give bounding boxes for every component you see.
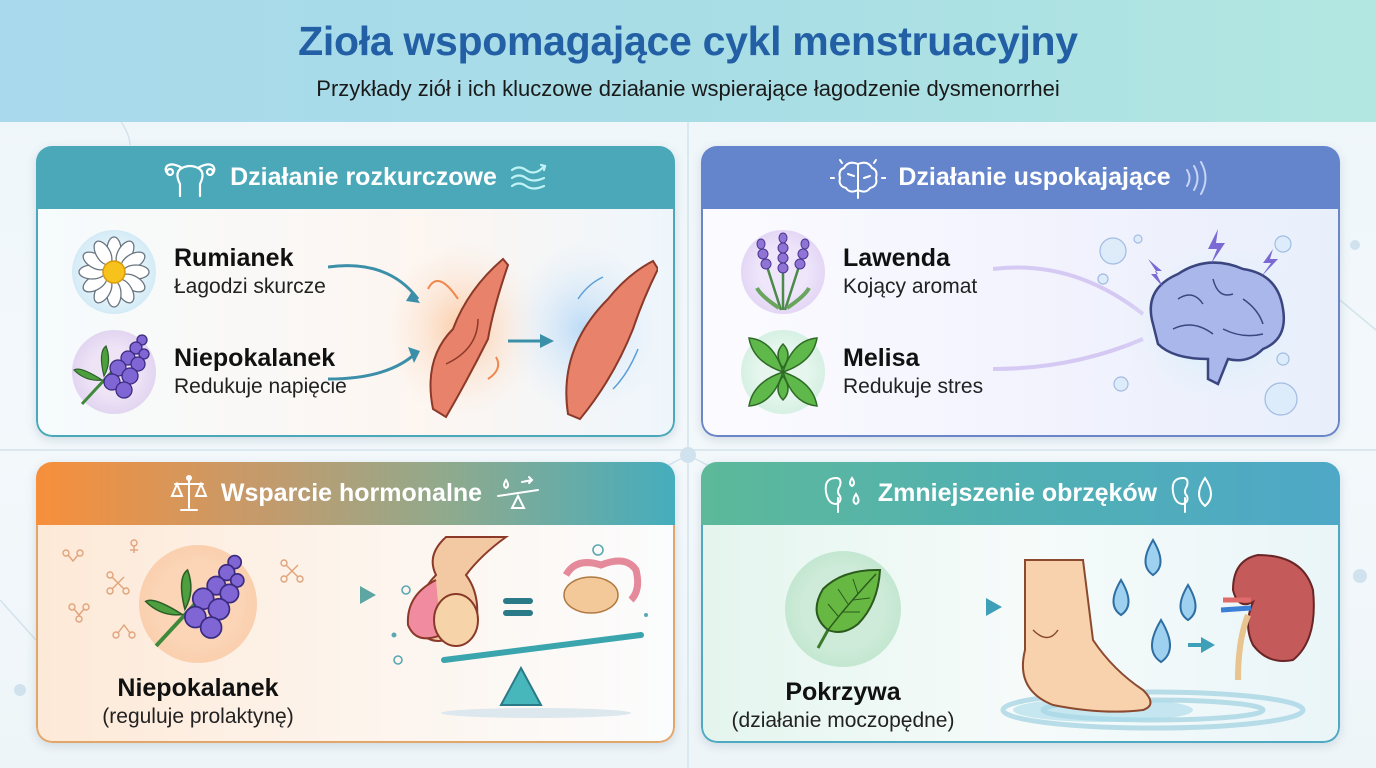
page-subtitle: Przykłady ziół i ich kluczowe działanie … (316, 76, 1060, 101)
card-calming: Działanie uspokajające (701, 146, 1340, 437)
card-header: Działanie uspokajające (701, 146, 1340, 209)
hormone-balance-illustration (391, 536, 648, 718)
seesaw-icon (494, 474, 542, 514)
lemon-balm-icon (741, 330, 825, 414)
page-title: Zioła wspomagające cykl menstruacyjny (298, 18, 1078, 64)
molecule-decorations (62, 539, 304, 639)
card-body: Pokrzywa (działanie moczopędne) (701, 525, 1340, 743)
herb-name: Rumianek (174, 244, 294, 272)
herb-desc: Redukuje napięcie (174, 375, 347, 398)
muscle-cramp-relax-illustration (328, 239, 658, 421)
card-header: Zmniejszenie obrzęków (701, 462, 1340, 525)
herb-desc: (reguluje prolaktynę) (102, 705, 294, 728)
chasteberry-icon (72, 330, 156, 414)
kidney-drops-icon (822, 474, 866, 514)
card-spasmolytic: Działanie rozkurczowe (36, 146, 675, 437)
card-title: Zmniejszenie obrzęków (877, 479, 1158, 507)
herb-item: Lawenda Kojący aromat (741, 230, 977, 314)
uterus-icon (162, 158, 218, 198)
card-header: Wsparcie hormonalne (36, 462, 675, 525)
herb-item: Rumianek Łagodzi skurcze (72, 230, 326, 314)
herb-name: Pokrzywa (785, 678, 901, 706)
card-body: Rumianek Łagodzi skurcze Niepokala (36, 209, 675, 437)
herb-desc: Łagodzi skurcze (174, 275, 326, 298)
herb-item: Niepokalanek Redukuje napięcie (72, 330, 347, 414)
arrow-icon (276, 586, 376, 604)
brain-icon (830, 156, 887, 200)
lavender-icon (741, 230, 825, 314)
waves-icon (509, 162, 549, 194)
herb-item: Pokrzywa (działanie moczopędne) (713, 551, 973, 735)
card-body: Lawenda Kojący aromat Melisa (701, 209, 1340, 437)
chasteberry-icon (139, 545, 257, 663)
herb-name: Melisa (843, 344, 920, 372)
card-title: Wsparcie hormonalne (220, 479, 483, 507)
scales-icon (169, 474, 209, 514)
header: Zioła wspomagające cykl menstruacyjny Pr… (0, 0, 1376, 122)
herb-desc: Kojący aromat (843, 275, 978, 298)
kidney-drop-icon (1169, 474, 1219, 514)
herb-name: Niepokalanek (117, 674, 279, 702)
chamomile-icon (72, 230, 156, 314)
arrow-icon (924, 598, 1002, 616)
calm-brain-illustration (993, 229, 1318, 416)
card-title: Działanie rozkurczowe (230, 163, 497, 191)
herb-name: Niepokalanek (174, 344, 336, 372)
herb-item: Niepokalanek (reguluje prolaktynę) (78, 545, 318, 731)
herb-name: Lawenda (843, 244, 950, 272)
nettle-leaf-icon (785, 551, 901, 667)
card-title: Działanie uspokajające (898, 163, 1171, 191)
card-edema: Zmniejszenie obrzęków Pokrzywa (działani… (701, 462, 1340, 743)
herb-desc: Redukuje stres (843, 375, 984, 398)
herb-desc: (działanie moczopędne) (731, 709, 955, 732)
foot-water-kidney-illustration (1000, 538, 1315, 731)
sound-waves-icon (1183, 160, 1211, 196)
card-header: Działanie rozkurczowe (36, 146, 675, 209)
card-body: Niepokalanek (reguluje prolaktynę) (36, 525, 675, 743)
herb-item: Melisa Redukuje stres (741, 330, 983, 414)
card-hormonal: Wsparcie hormonalne (36, 462, 675, 743)
